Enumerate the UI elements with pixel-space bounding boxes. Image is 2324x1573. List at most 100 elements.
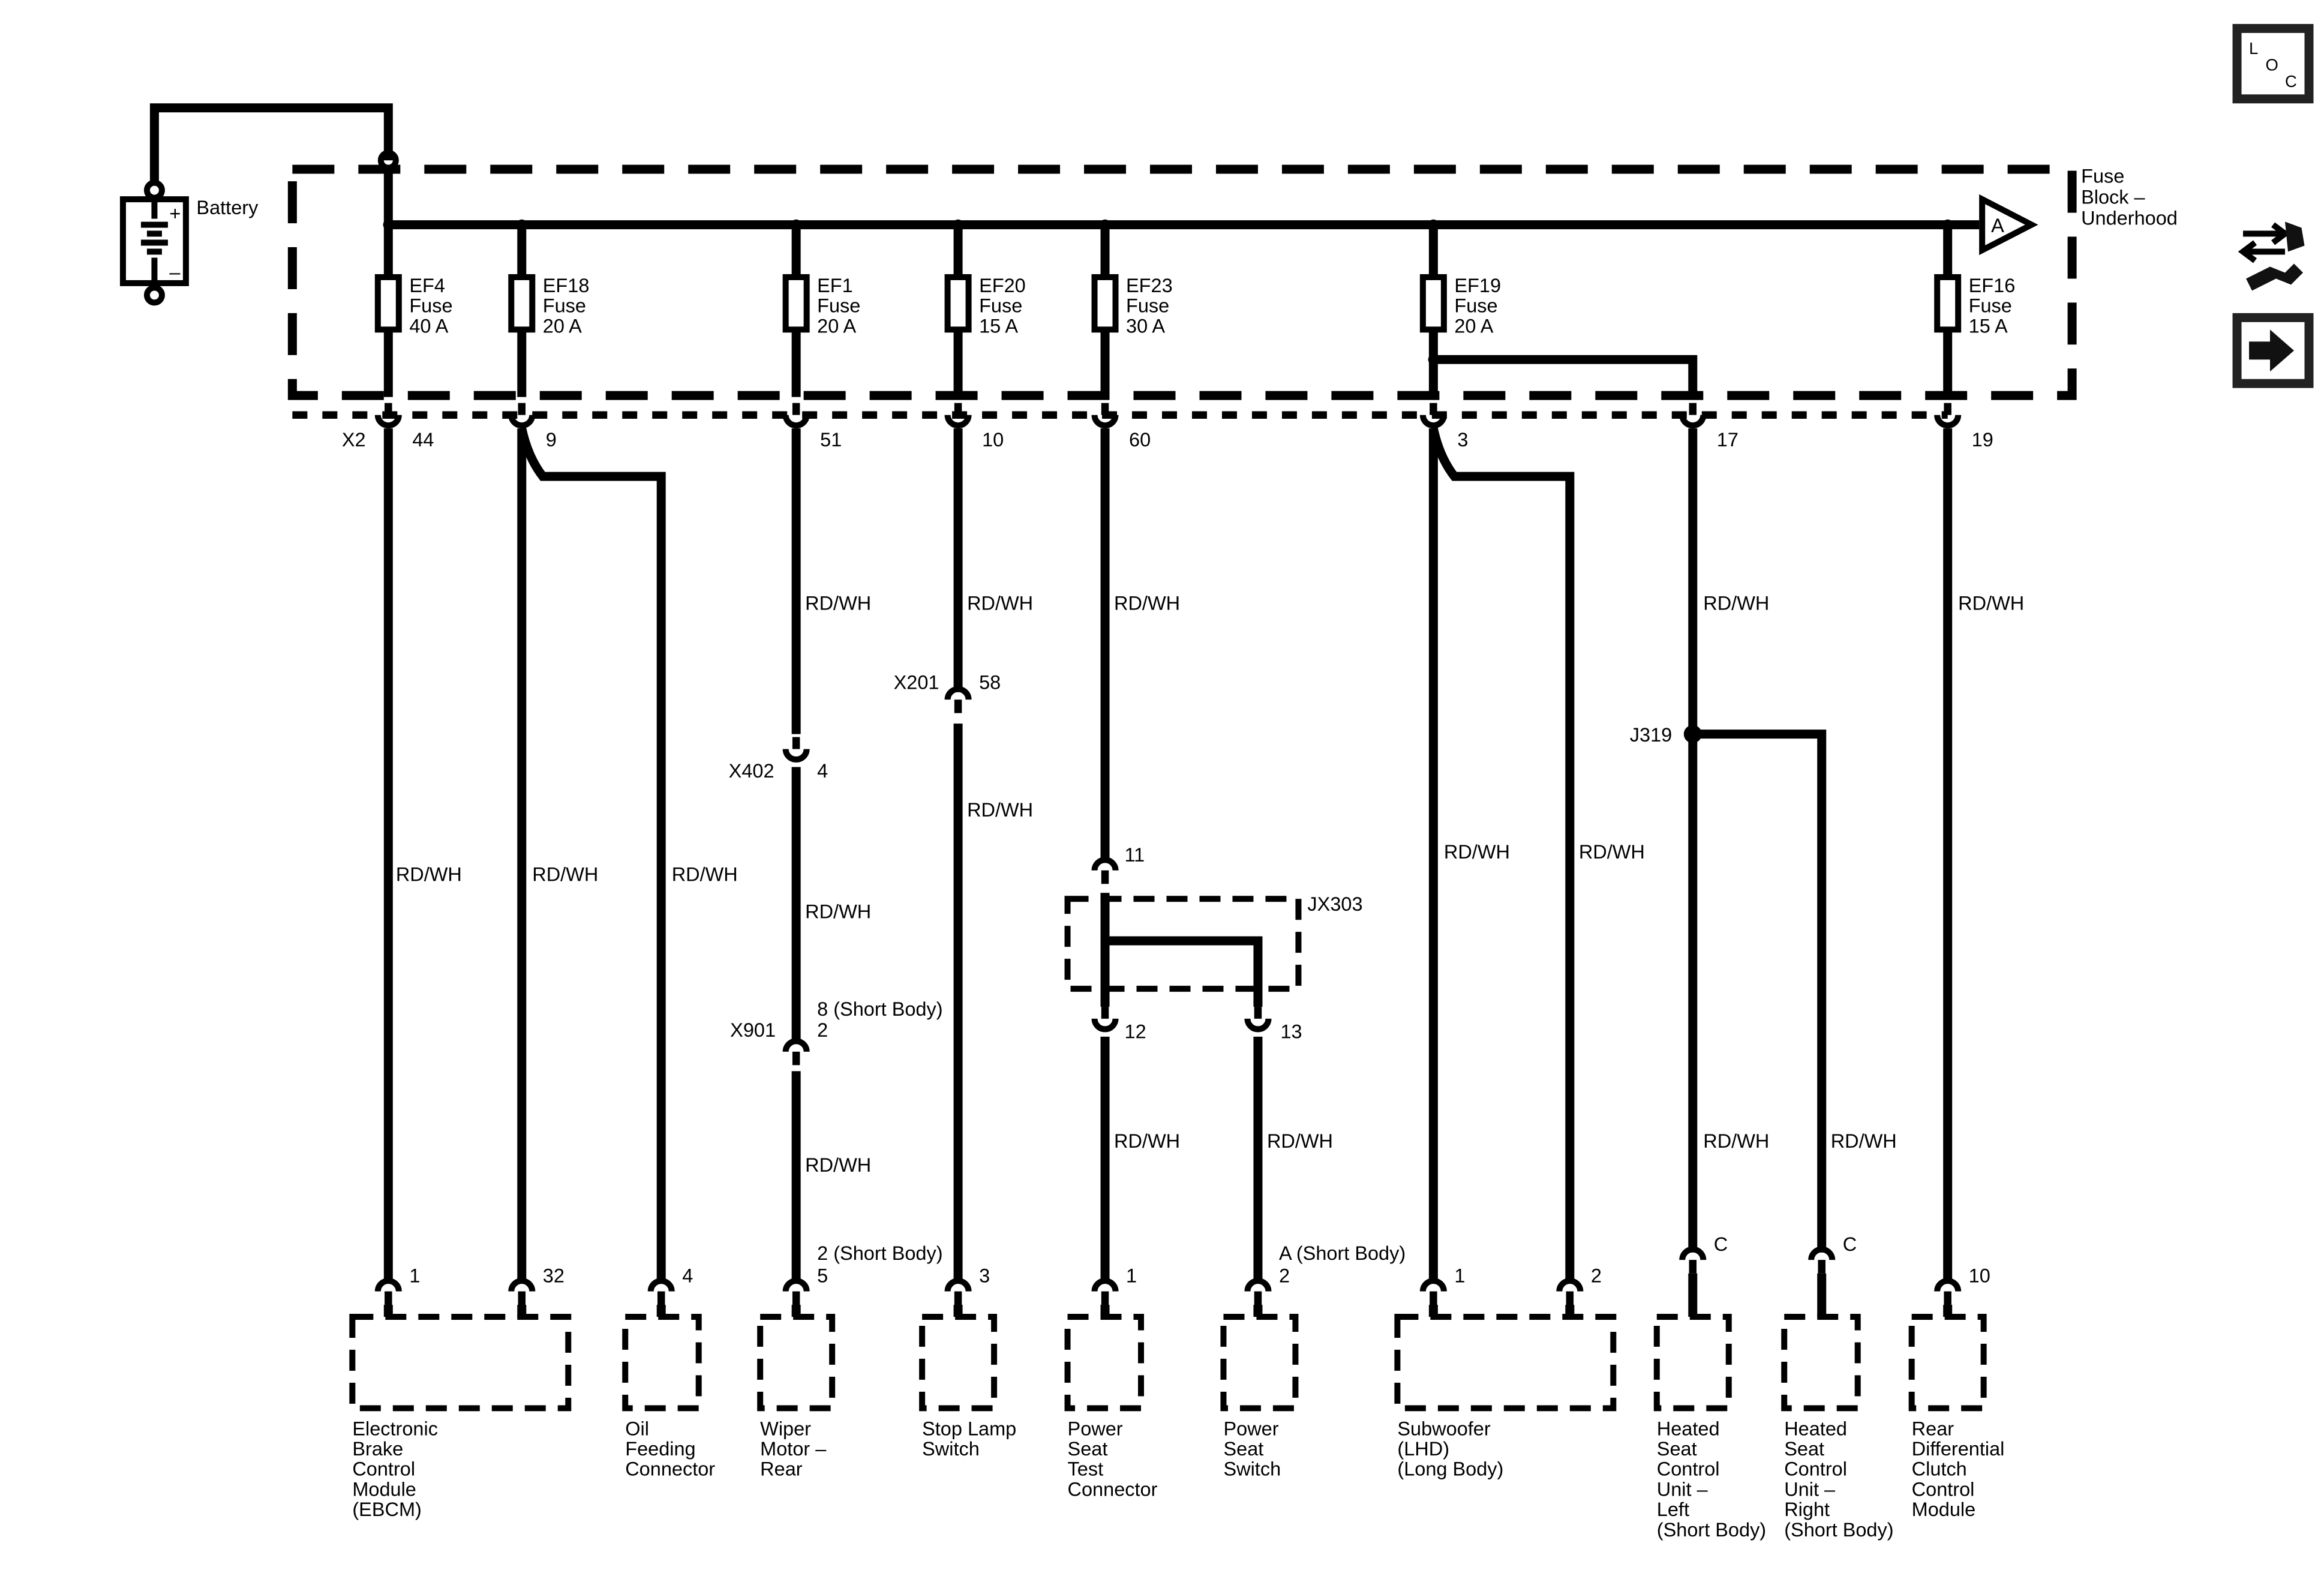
component-pin-label: 2 (1279, 1265, 1290, 1287)
j319-label: J319 (1630, 724, 1672, 746)
wires (383, 427, 1953, 1284)
component-rdc-pin (1934, 1278, 1962, 1305)
wire-color-rd-wh: RD/WH (1267, 1130, 1333, 1152)
fuse-block-underhood: A Fuse Block – Underhood (287, 149, 2178, 400)
x2-pin-label: 44 (412, 429, 434, 451)
component-hsr-pin (1808, 1246, 1836, 1274)
component-pin-label: 32 (543, 1265, 565, 1287)
battery: + – Battery (119, 103, 393, 306)
x2-pin-label: 60 (1129, 429, 1151, 451)
wire-color-rd-wh: RD/WH (805, 592, 871, 614)
x2-pin-label: 51 (820, 429, 842, 451)
component-pin-label: C (1843, 1233, 1857, 1255)
component-pin-label: C (1714, 1233, 1728, 1255)
svg-text:L: L (2249, 39, 2258, 58)
x901-label: X901 (730, 1019, 776, 1041)
jx303-pin-11 (1091, 857, 1119, 884)
component-wiper-pin (782, 1278, 810, 1305)
fuse-f1-icon (782, 274, 810, 333)
component-pin-label: 1 (1454, 1265, 1465, 1287)
component-sub-pin (1419, 1278, 1447, 1305)
x402-connector (782, 737, 810, 763)
x201-label: X201 (894, 672, 939, 694)
component-pin-label: 2 (Short Body) (817, 1242, 942, 1264)
fuse-f23-icon (1091, 274, 1119, 333)
x2-pin-60 (1091, 403, 1119, 429)
x2-pin-3 (1419, 403, 1447, 429)
wire-color-rd-wh: RD/WH (1444, 841, 1510, 863)
x2-pin-label: 3 (1457, 429, 1468, 451)
x2-pin-51 (782, 403, 810, 429)
loc-icon[interactable]: L O C (2232, 23, 2314, 104)
component-pin-label: 5 (817, 1265, 828, 1287)
x201-connector (944, 686, 972, 713)
jx303-splice-pack: JX303 (1064, 893, 1363, 992)
component-pin-label: A (Short Body) (1279, 1242, 1406, 1264)
component-pin-label: 3 (979, 1265, 990, 1287)
jx303-pin-label: 13 (1280, 1021, 1302, 1043)
wire-color-labels: RD/WH RD/WH RD/WH RD/WH RD/WH RD/WH RD/WH RD/WH… (396, 592, 2024, 1175)
x2-label: X2 (342, 429, 366, 451)
x402-pin-label: 4 (817, 760, 828, 782)
x2-pin-9 (508, 403, 536, 429)
x2-pin-10 (944, 403, 972, 429)
x901-connector (782, 1038, 810, 1065)
next-page-arrow-icon[interactable] (2232, 313, 2314, 388)
battery-label: Battery (196, 197, 259, 218)
x901-pin-label: 8 (Short Body) (817, 998, 942, 1020)
jx303-pin-label: 11 (1125, 844, 1145, 866)
x2-pin-label: 17 (1717, 429, 1739, 451)
component-ebcm-pin (374, 1278, 402, 1305)
x2-pin-17 (1679, 403, 1707, 429)
x2-pin-19 (1934, 403, 1962, 429)
jx303-pin-label: 12 (1125, 1021, 1146, 1043)
jx303-label: JX303 (1307, 893, 1362, 915)
component-stop-pin (944, 1278, 972, 1305)
wire-color-rd-wh: RD/WH (805, 901, 871, 923)
fuse-block-label: Fuse Block – Underhood (2081, 166, 2178, 229)
wire-color-rd-wh: RD/WH (532, 863, 598, 885)
fuse-f18-icon (508, 274, 536, 333)
wire-color-rd-wh: RD/WH (672, 863, 738, 885)
component-pin-label: 10 (1969, 1265, 1990, 1287)
x901-pin-label: 2 (817, 1019, 828, 1041)
svg-text:O: O (2266, 55, 2278, 74)
wrench-connector-icon[interactable] (2238, 221, 2305, 291)
jx303-pin-13 (1244, 1007, 1272, 1032)
j319-splice (1683, 725, 1702, 743)
component-oil-pin (647, 1278, 675, 1305)
wire-color-rd-wh: RD/WH (1703, 592, 1769, 614)
component-pin-label: 4 (682, 1265, 693, 1287)
fuse-f19-icon (1419, 274, 1447, 333)
wire-color-rd-wh: RD/WH (1114, 592, 1180, 614)
wire-color-rd-wh: RD/WH (967, 799, 1033, 821)
wire-color-rd-wh: RD/WH (967, 592, 1033, 614)
component-pin-label: 1 (409, 1265, 420, 1287)
